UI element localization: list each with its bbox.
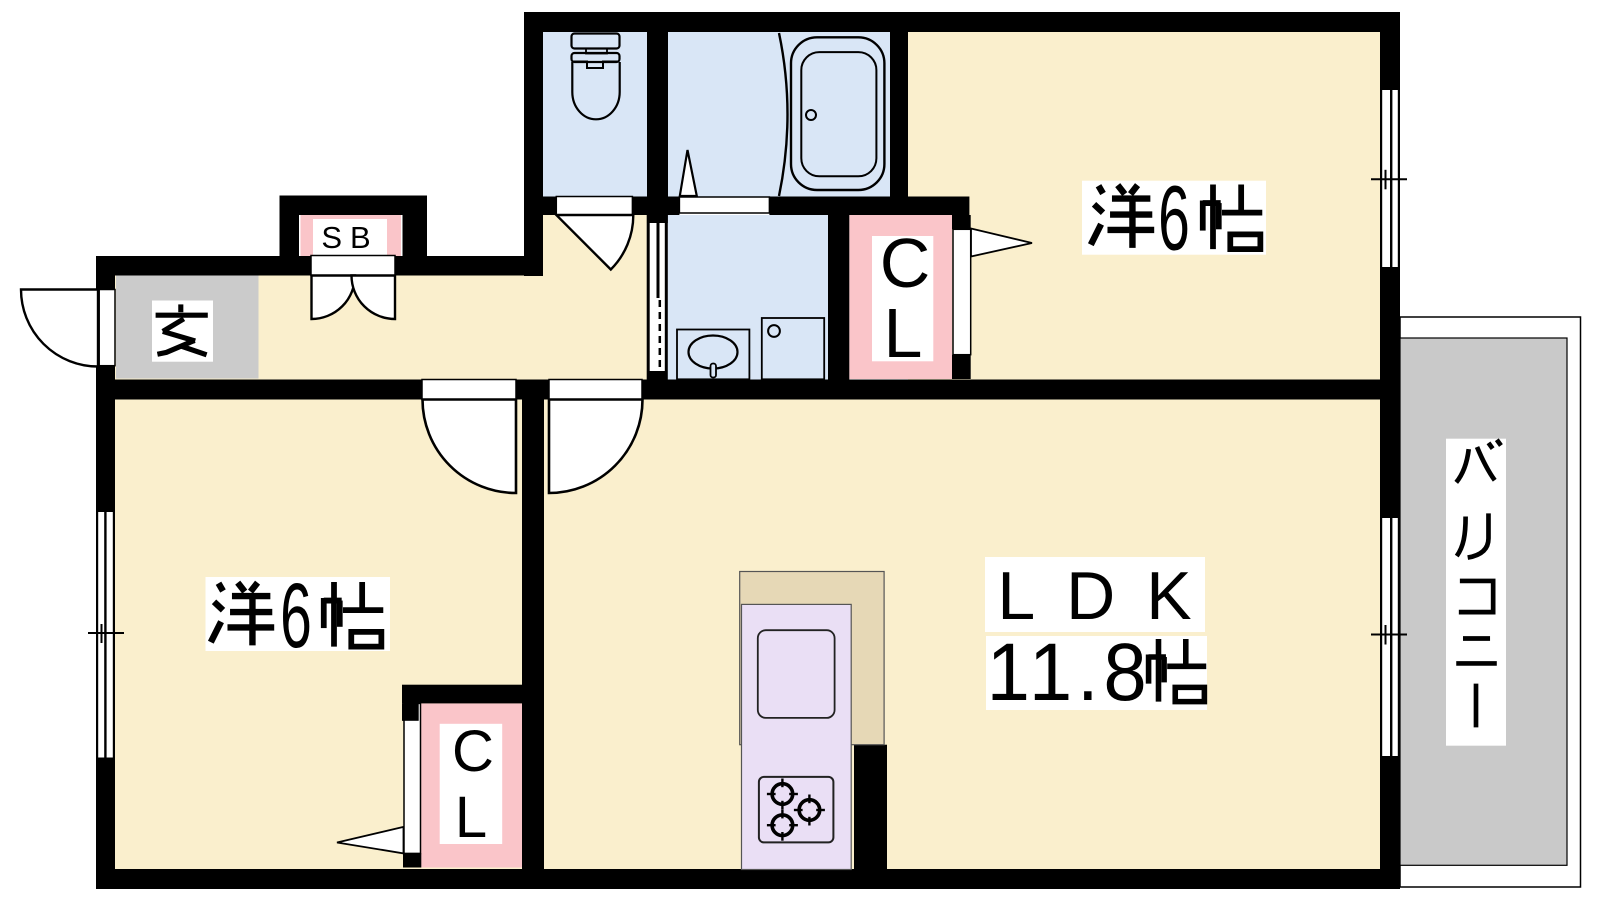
svg-text:L: L [884,294,923,372]
svg-text:SB: SB [321,220,378,255]
svg-text:11.8: 11.8 [987,626,1152,717]
svg-text:6: 6 [1158,168,1190,270]
svg-text:LDK: LDK [997,558,1222,634]
svg-text:C: C [880,224,931,302]
svg-text:C: C [452,719,494,784]
svg-text:6: 6 [280,565,312,667]
svg-text:L: L [455,785,487,850]
